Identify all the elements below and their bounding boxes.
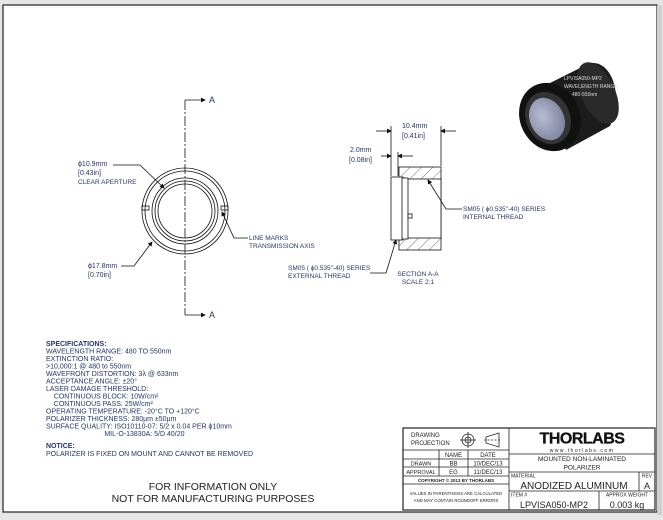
- step-dim-in: [0.08in]: [349, 157, 372, 164]
- description-line-2: POLARIZER: [564, 465, 601, 472]
- external-thread-label-2: EXTERNAL THREAD: [288, 273, 351, 280]
- spec-line: EXTINCTION RATIO:: [46, 356, 113, 363]
- rev-value: A: [644, 481, 650, 491]
- copyright: COPYRIGHT © 2013 BY THORLABS: [418, 477, 494, 483]
- disclaimer-line-2: NOT FOR MANUFACTURING PURPOSES: [112, 493, 315, 505]
- internal-thread-label-2: INTERNAL THREAD: [463, 214, 524, 221]
- product-render: LPVISA050-MP2 WAVELENGTH RANGE: 480-550n…: [519, 62, 619, 152]
- rev-label: REV: [642, 474, 653, 480]
- spec-line: OPERATING TEMPERATURE: -20°C TO +120°C: [46, 408, 200, 416]
- item-number: LPVISA050-MP2: [520, 500, 588, 510]
- engraving-line-1: LPVISA050-MP2: [564, 76, 602, 82]
- spec-line: MIL-O-13830A: 5/D 40/20: [46, 431, 185, 438]
- thorlabs-logo: THORLABS: [540, 431, 626, 448]
- values-note-2: AND MAY CONTAIN ROUNDOFF ERRORS: [414, 498, 499, 503]
- outer-dia-dim: ϕ17.8mm: [88, 263, 117, 270]
- clear-aperture-dim: ϕ10.9mm: [78, 161, 107, 168]
- notice-heading: NOTICE:: [46, 443, 75, 450]
- date-header: DATE: [480, 453, 496, 459]
- approval-date: 11/DEC/13: [474, 470, 504, 476]
- transmission-axis-label: TRANSMISSION AXIS: [249, 243, 315, 250]
- length-dim: 10.4mm: [402, 123, 427, 130]
- approval-label: APPROVAL: [406, 470, 435, 476]
- section-marker-top: A: [209, 95, 215, 105]
- section-marker-bottom: A: [209, 310, 215, 320]
- spec-line: SURFACE QUALITY: ISO10110-07: 5/2 x 0.04…: [46, 424, 232, 431]
- specifications: SPECIFICATIONS: WAVELENGTH RANGE: 480 TO…: [46, 341, 253, 458]
- spec-line: LASER DAMAGE THRESHOLD:: [46, 386, 148, 393]
- drawn-name: BB: [449, 462, 457, 468]
- spec-line: WAVEFRONT DISTORTION: 3λ @ 633nm: [46, 371, 179, 378]
- spec-line: POLARIZER THICKNESS: 280µm ±50µm: [46, 416, 177, 423]
- projection-symbol-icon: [460, 432, 501, 448]
- spec-line: ACCEPTANCE ANGLE: ±20°: [46, 378, 137, 386]
- section-scale: SCALE 2:1: [402, 279, 435, 286]
- internal-thread-label: SM05 ( ϕ0.535"-40) SERIES: [463, 206, 546, 213]
- drawing-projection-label-2: PROJECTION: [411, 441, 450, 447]
- item-label: ITEM #: [511, 493, 527, 499]
- spec-line: CONTINUOUS PASS: 25W/cm²: [46, 401, 153, 408]
- drawing-projection-label: DRAWING: [411, 433, 440, 439]
- notice-text: POLARIZER IS FIXED ON MOUNT AND CANNOT B…: [46, 451, 253, 458]
- weight-value: 0.003 kg: [610, 500, 645, 510]
- approval-name: EG: [449, 470, 458, 476]
- specs-heading: SPECIFICATIONS:: [46, 341, 107, 348]
- material-value: ANODIZED ALUMINUM: [520, 481, 627, 492]
- name-header: NAME: [445, 453, 462, 459]
- material-label: MATERIAL: [511, 474, 536, 480]
- length-dim-in: [0.41in]: [402, 133, 425, 140]
- engraving-line-3: 480-550nm: [572, 92, 597, 98]
- description-line-1: MOUNTED NON-LAMINATED: [538, 456, 626, 463]
- drawn-date: 10/DEC/13: [473, 462, 503, 468]
- weight-label: APPROX WEIGHT: [606, 493, 648, 499]
- section-title: SECTION A-A: [397, 271, 439, 278]
- thorlabs-url: www.thorlabs.com: [550, 448, 615, 454]
- drawn-label: DRAWN: [411, 462, 432, 468]
- external-thread-label: SM05 ( ϕ0.535"-40) SERIES: [288, 265, 371, 272]
- outer-dia-dim-in: [0.70in]: [88, 272, 111, 279]
- spec-line: CONTINUOUS BLOCK: 10W/cm²: [46, 394, 159, 401]
- section-view: [370, 126, 462, 274]
- disclaimer-line-1: FOR INFORMATION ONLY: [149, 481, 278, 493]
- front-view: [113, 97, 248, 318]
- spec-line: WAVELENGTH RANGE: 480 TO 550nm: [46, 349, 172, 356]
- spec-line: >10,000:1 @ 480 to 550nm: [46, 364, 131, 371]
- line-marks-label: LINE MARKS: [249, 235, 289, 242]
- values-note: VALUES IN PARENTHESIS ARE CALCULATED: [410, 491, 502, 496]
- title-block: [402, 427, 656, 511]
- engraving-line-2: WAVELENGTH RANGE:: [564, 84, 619, 90]
- clear-aperture-dim-in: [0.43in]: [78, 170, 101, 177]
- step-dim: 2.0mm: [350, 147, 372, 154]
- clear-aperture-label: CLEAR APERTURE: [78, 179, 137, 186]
